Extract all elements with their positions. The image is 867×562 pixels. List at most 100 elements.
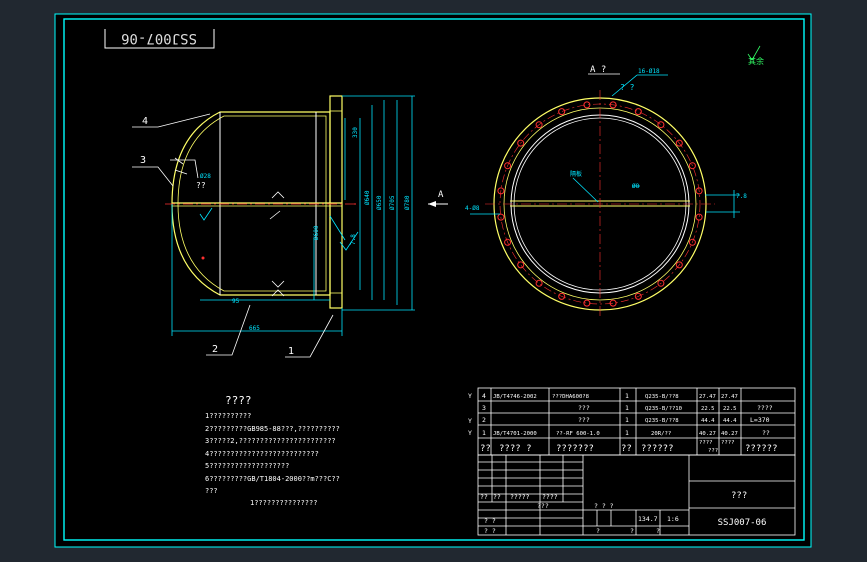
bolt-hole: [497, 213, 505, 221]
tb-sheet-3: ?: [656, 527, 660, 535]
drawing-frame: [63, 18, 805, 541]
mirrored-code: SSJ007-06: [121, 30, 197, 46]
bom-r2-mat: Q235-B/??10: [645, 406, 682, 412]
section-label: A ?: [588, 65, 620, 75]
svg-text:16-Ø18: 16-Ø18: [638, 68, 660, 75]
bolt-hole: [504, 238, 512, 246]
bolt-hole: [504, 162, 512, 170]
bolt-hole: [535, 279, 543, 287]
bom-r3-w2: 44.4: [723, 418, 737, 424]
bom-h-code: ???? ?: [499, 444, 532, 454]
bom-r2-w1: 22.5: [701, 406, 714, 412]
tb-part-name: ???: [731, 491, 747, 501]
bom-h-wsub: ???: [708, 448, 718, 454]
bolt-hole: [634, 292, 642, 300]
note-line-6: 6?????????GB/T1804-2000??m???C??: [205, 475, 340, 483]
tb-row-2: ? ?: [484, 517, 496, 525]
bom-r4-no: 1: [482, 429, 486, 437]
bolt-hole: [657, 279, 665, 287]
balloon-3: 3: [140, 155, 146, 166]
note-line-8: 1???????????????: [250, 499, 317, 507]
bom-r1-no: 4: [482, 392, 486, 400]
bolt-hole: [517, 261, 525, 269]
svg-text:其余: 其余: [748, 56, 764, 66]
svg-text:95: 95: [232, 298, 240, 305]
mirrored-code-box: SSJ007-06: [104, 29, 215, 49]
bom-r4-w2: 40.27: [721, 431, 738, 437]
bom-h-w1: ????: [699, 440, 712, 446]
bom-r4-qty: 1: [625, 429, 629, 437]
bom-r1-w2: 27.47: [721, 394, 738, 400]
bom-r2-no: 3: [482, 404, 486, 412]
tb-drawing-no: SSJ007-06: [718, 518, 767, 528]
svg-text:665: 665: [249, 325, 260, 332]
note-line-3: 3?????2,???????????????????????: [205, 437, 336, 445]
bom-h-mat: ??????: [641, 444, 674, 454]
svg-text:7.8: 7.8: [736, 193, 747, 200]
title-block: [477, 454, 796, 536]
tb-sign-4: ????: [542, 493, 558, 501]
bom-r3-name: ???: [578, 416, 590, 424]
svg-text:4-Ø8: 4-Ø8: [465, 205, 480, 212]
note-line-2: 2?????????GB985-88???,??????????: [205, 425, 340, 433]
svg-text:A: A: [438, 190, 444, 200]
svg-text:Ø600: Ø600: [313, 225, 320, 240]
tb-scale: 1:6: [667, 515, 679, 523]
tb-sign-1: ??: [480, 493, 488, 501]
bom-r3-qty: 1: [625, 416, 629, 424]
svg-text:??: ??: [196, 181, 206, 190]
svg-text:隔板: 隔板: [570, 170, 582, 178]
view-arrow: A: [428, 190, 448, 207]
bolt-hole: [609, 299, 617, 307]
bom-mark-2: Y: [468, 417, 472, 425]
bom-r2-note: ????: [757, 404, 773, 412]
bolt-hole: [695, 187, 703, 195]
bolt-hole: [688, 238, 696, 246]
bom-r4-w1: 40.27: [699, 431, 716, 437]
tb-sign-2: ??: [493, 493, 501, 501]
svg-text:Ø8: Ø8: [632, 183, 640, 190]
svg-text:? ?: ? ?: [620, 83, 635, 92]
bolt-hole: [609, 101, 617, 109]
bom-r3-w1: 44.4: [701, 418, 715, 424]
bolt-hole: [558, 108, 566, 116]
svg-text:A ?: A ?: [590, 65, 606, 75]
bom-r3-mat: Q235-B/??8: [645, 418, 679, 424]
tb-weight: 134.7: [638, 515, 658, 523]
bom-r1-code: JB/T4746-2002: [493, 394, 537, 400]
bom-r2-w2: 22.5: [723, 406, 736, 412]
bolt-hole: [558, 292, 566, 300]
side-view: 330 Ø640 Ø650 Ø705 Ø780 Ø600 665 95 Ø28 …: [132, 95, 448, 358]
bom-r3-note: L=370: [750, 416, 770, 424]
tb-scale-labels: ? ? ?: [594, 502, 614, 510]
tb-sheet-1: ?: [596, 527, 600, 535]
balloon-2: 2: [212, 344, 218, 355]
bom-h-qty: ??: [621, 444, 632, 454]
bolt-hole: [517, 139, 525, 147]
bom-h-no: ??: [480, 444, 491, 454]
bom-r2-qty: 1: [625, 404, 629, 412]
tb-sheet-2: ?: [630, 527, 634, 535]
bom-r4-note: ??: [762, 429, 770, 437]
bolt-hole: [583, 101, 591, 109]
technical-notes: ???? 1?????????? 2?????????GB985-88???,?…: [205, 394, 340, 507]
bom-r4-mat: 20R/??: [651, 431, 671, 437]
drawing-sheet: [54, 13, 812, 548]
bom-h-name: ???????: [556, 444, 594, 454]
front-view: 隔板 Ø8 4-Ø8 7.8 16-Ø18 ? ? A ? 其余: [465, 45, 764, 318]
bolt-hole: [634, 108, 642, 116]
note-line-4: 4??????????????????????????: [205, 450, 319, 458]
bolt-hole: [657, 121, 665, 129]
svg-text:330: 330: [352, 127, 359, 138]
bom-r1-mat: Q235-B/??8: [645, 394, 679, 400]
notes-title: ????: [225, 394, 252, 407]
svg-text:Ø780: Ø780: [404, 195, 411, 210]
bom-mark-3: Y: [468, 429, 472, 437]
bom-h-w2: ????: [721, 440, 734, 446]
roughness-symbol: 其余: [747, 45, 764, 66]
bolt-hole: [695, 213, 703, 221]
svg-text:Ø650: Ø650: [376, 195, 383, 210]
bom-r1-name: ???DHA600?8: [552, 394, 590, 400]
bom-r3-no: 2: [482, 416, 486, 424]
